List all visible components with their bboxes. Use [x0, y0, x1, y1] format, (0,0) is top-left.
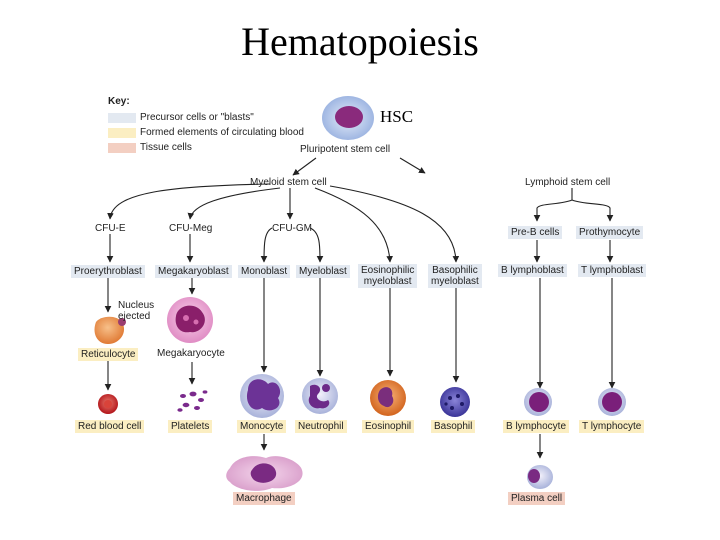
eosinophilic-myeloblast-line1: Eosinophilic	[361, 265, 415, 276]
key-item-precursor: Precursor cells or "blasts"	[140, 112, 254, 123]
basophilic-myeloblast-line1: Basophilic	[432, 265, 478, 276]
page-title: Hematopoiesis	[241, 19, 479, 64]
megakaryocyte-label: Megakaryocyte	[157, 348, 225, 359]
nucleus-ejected-line2: ejected	[118, 311, 151, 322]
plasma-cell-label: Plasma cell	[508, 492, 566, 505]
macrophage-cell-image	[226, 456, 303, 491]
basophilic-myeloblast-line2: myeloblast	[431, 276, 479, 287]
monocyte-cell-image	[240, 374, 284, 418]
key-swatch-precursor	[108, 113, 136, 123]
reticulocyte-label: Reticulocyte	[78, 348, 139, 361]
t-lymphoblast-label: T lymphoblast	[578, 264, 647, 277]
proerythroblast-label: Proerythroblast	[71, 265, 145, 278]
eosinophilic-myeloblast-label: Eosinophilic myeloblast	[358, 264, 418, 288]
red-blood-cell-image	[98, 394, 118, 414]
megakaryocyte-cell-image	[167, 297, 213, 343]
eosinophilic-myeloblast-line2: myeloblast	[363, 276, 412, 287]
megakaryoblast-label: Megakaryoblast	[155, 265, 232, 278]
pre-b-cells-label: Pre-B cells	[508, 226, 563, 239]
key-item-tissue: Tissue cells	[140, 142, 192, 153]
lymphoid-stem-cell-label: Lymphoid stem cell	[525, 177, 611, 188]
key-title: Key:	[108, 96, 130, 107]
macrophage-label: Macrophage	[233, 492, 295, 505]
nucleus-ejected-line1: Nucleus	[118, 300, 155, 311]
b-lymphocyte-cell-image	[524, 388, 552, 416]
b-lymphoblast-label: B lymphoblast	[498, 264, 567, 277]
key-swatch-tissue	[108, 143, 136, 153]
monocyte-label: Monocyte	[237, 420, 287, 433]
b-lymphocyte-label: B lymphocyte	[503, 420, 570, 433]
t-lymphocyte-label: T lymphocyte	[579, 420, 645, 433]
platelets-label: Platelets	[168, 420, 213, 433]
prothymocyte-label: Prothymocyte	[576, 226, 644, 239]
myeloid-stem-cell-label: Myeloid stem cell	[250, 177, 327, 188]
neutrophil-cell-image	[302, 378, 338, 414]
basophil-cell-image	[440, 387, 470, 417]
cfu-gm-label: CFU-GM	[272, 223, 312, 234]
plasma-cell-image	[527, 465, 553, 489]
eosinophil-cell-image	[370, 380, 406, 416]
cfu-meg-label: CFU-Meg	[169, 223, 213, 234]
hsc-label: HSC	[380, 107, 414, 126]
key-swatch-formed	[108, 128, 136, 138]
key-item-formed: Formed elements of circulating blood	[140, 127, 304, 138]
reticulocyte-cell-image	[94, 316, 126, 344]
red-blood-cell-label: Red blood cell	[75, 420, 145, 433]
connector-lines	[104, 157, 616, 459]
pluripotent-stem-cell-label: Pluripotent stem cell	[300, 144, 391, 155]
basophilic-myeloblast-label: Basophilic myeloblast	[428, 264, 482, 288]
t-lymphocyte-cell-image	[598, 388, 626, 416]
monoblast-label: Monoblast	[238, 265, 291, 278]
basophil-label: Basophil	[431, 420, 476, 433]
nucleus-ejected-label: Nucleus ejected	[118, 300, 154, 322]
hsc-cell-image	[322, 96, 374, 140]
eosinophil-label: Eosinophil	[362, 420, 415, 433]
neutrophil-label: Neutrophil	[295, 420, 347, 433]
cfu-e-label: CFU-E	[95, 223, 126, 234]
myeloblast-label: Myeloblast	[296, 265, 350, 278]
platelets-cell-image	[177, 390, 208, 412]
